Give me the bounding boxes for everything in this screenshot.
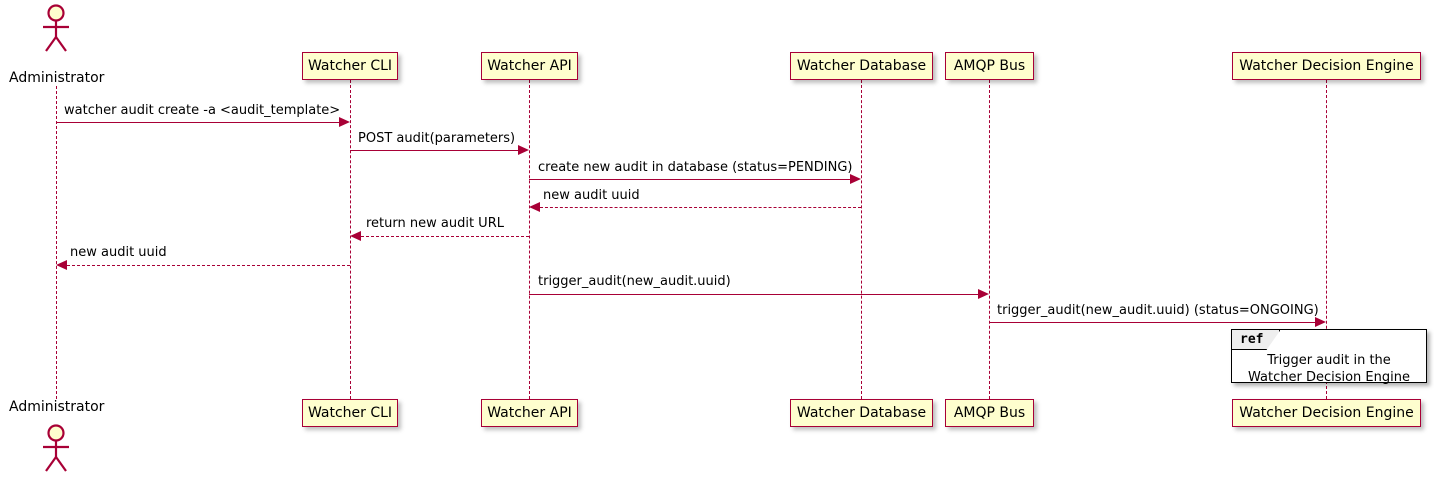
message-label-0: watcher audit create -a <audit_template> — [64, 103, 341, 118]
message-label-4: return new audit URL — [366, 216, 504, 231]
participant-box-watcher-decision-engine-bottom[interactable]: Watcher Decision Engine — [1232, 399, 1421, 427]
message-arrowhead-6 — [978, 289, 989, 299]
ref-fragment-line-2: Watcher Decision Engine — [1248, 370, 1410, 385]
message-line-2 — [529, 179, 850, 180]
actor-stick-figure-icon — [43, 4, 69, 52]
message-arrowhead-5 — [56, 260, 67, 270]
actor-label-administrator-bottom: Administrator — [9, 399, 105, 415]
lifeline-amqp — [989, 80, 990, 399]
message-label-5: new audit uuid — [70, 245, 167, 260]
ref-fragment-tab-label: ref — [1232, 330, 1280, 350]
lifeline-db — [861, 80, 862, 399]
actor-administrator-top — [33, 3, 79, 55]
message-line-3 — [540, 207, 861, 208]
message-label-2: create new audit in database (status=PEN… — [538, 160, 853, 175]
message-arrowhead-0 — [339, 117, 350, 127]
message-line-6 — [529, 294, 978, 295]
message-label-6: trigger_audit(new_audit.uuid) — [538, 274, 731, 289]
message-label-1: POST audit(parameters) — [358, 131, 516, 146]
participant-box-amqp-bus-top[interactable]: AMQP Bus — [945, 52, 1034, 80]
lifeline-api — [529, 80, 530, 399]
message-line-1 — [350, 150, 518, 151]
message-arrowhead-4 — [350, 231, 361, 241]
actor-stick-figure-icon — [43, 424, 69, 472]
message-label-3: new audit uuid — [543, 188, 640, 203]
participant-box-amqp-bus-bottom[interactable]: AMQP Bus — [945, 399, 1034, 427]
ref-fragment: ref Trigger audit in the Watcher Decisio… — [1231, 329, 1427, 386]
lifeline-decision — [1326, 80, 1327, 399]
message-arrowhead-2 — [850, 174, 861, 184]
ref-fragment-line-1: Trigger audit in the — [1267, 353, 1391, 368]
message-line-5 — [67, 265, 350, 266]
ref-fragment-text: Trigger audit in the Watcher Decision En… — [1232, 352, 1426, 386]
participant-box-watcher-api-top[interactable]: Watcher API — [481, 52, 578, 80]
participant-box-watcher-decision-engine-top[interactable]: Watcher Decision Engine — [1232, 52, 1421, 80]
message-label-7: trigger_audit(new_audit.uuid) (status=ON… — [997, 303, 1319, 318]
participant-box-watcher-database-top[interactable]: Watcher Database — [790, 52, 933, 80]
actor-administrator-bottom — [33, 423, 79, 475]
participant-box-watcher-database-bottom[interactable]: Watcher Database — [790, 399, 933, 427]
actor-label-administrator-top: Administrator — [9, 70, 105, 86]
message-line-0 — [56, 122, 339, 123]
participant-box-watcher-cli-top[interactable]: Watcher CLI — [302, 52, 398, 80]
participant-box-watcher-cli-bottom[interactable]: Watcher CLI — [302, 399, 398, 427]
message-arrowhead-7 — [1315, 317, 1326, 327]
message-line-7 — [989, 322, 1315, 323]
participant-box-watcher-api-bottom[interactable]: Watcher API — [481, 399, 578, 427]
message-arrowhead-1 — [518, 145, 529, 155]
message-arrowhead-3 — [529, 202, 540, 212]
lifeline-admin — [56, 86, 57, 399]
message-line-4 — [361, 236, 529, 237]
